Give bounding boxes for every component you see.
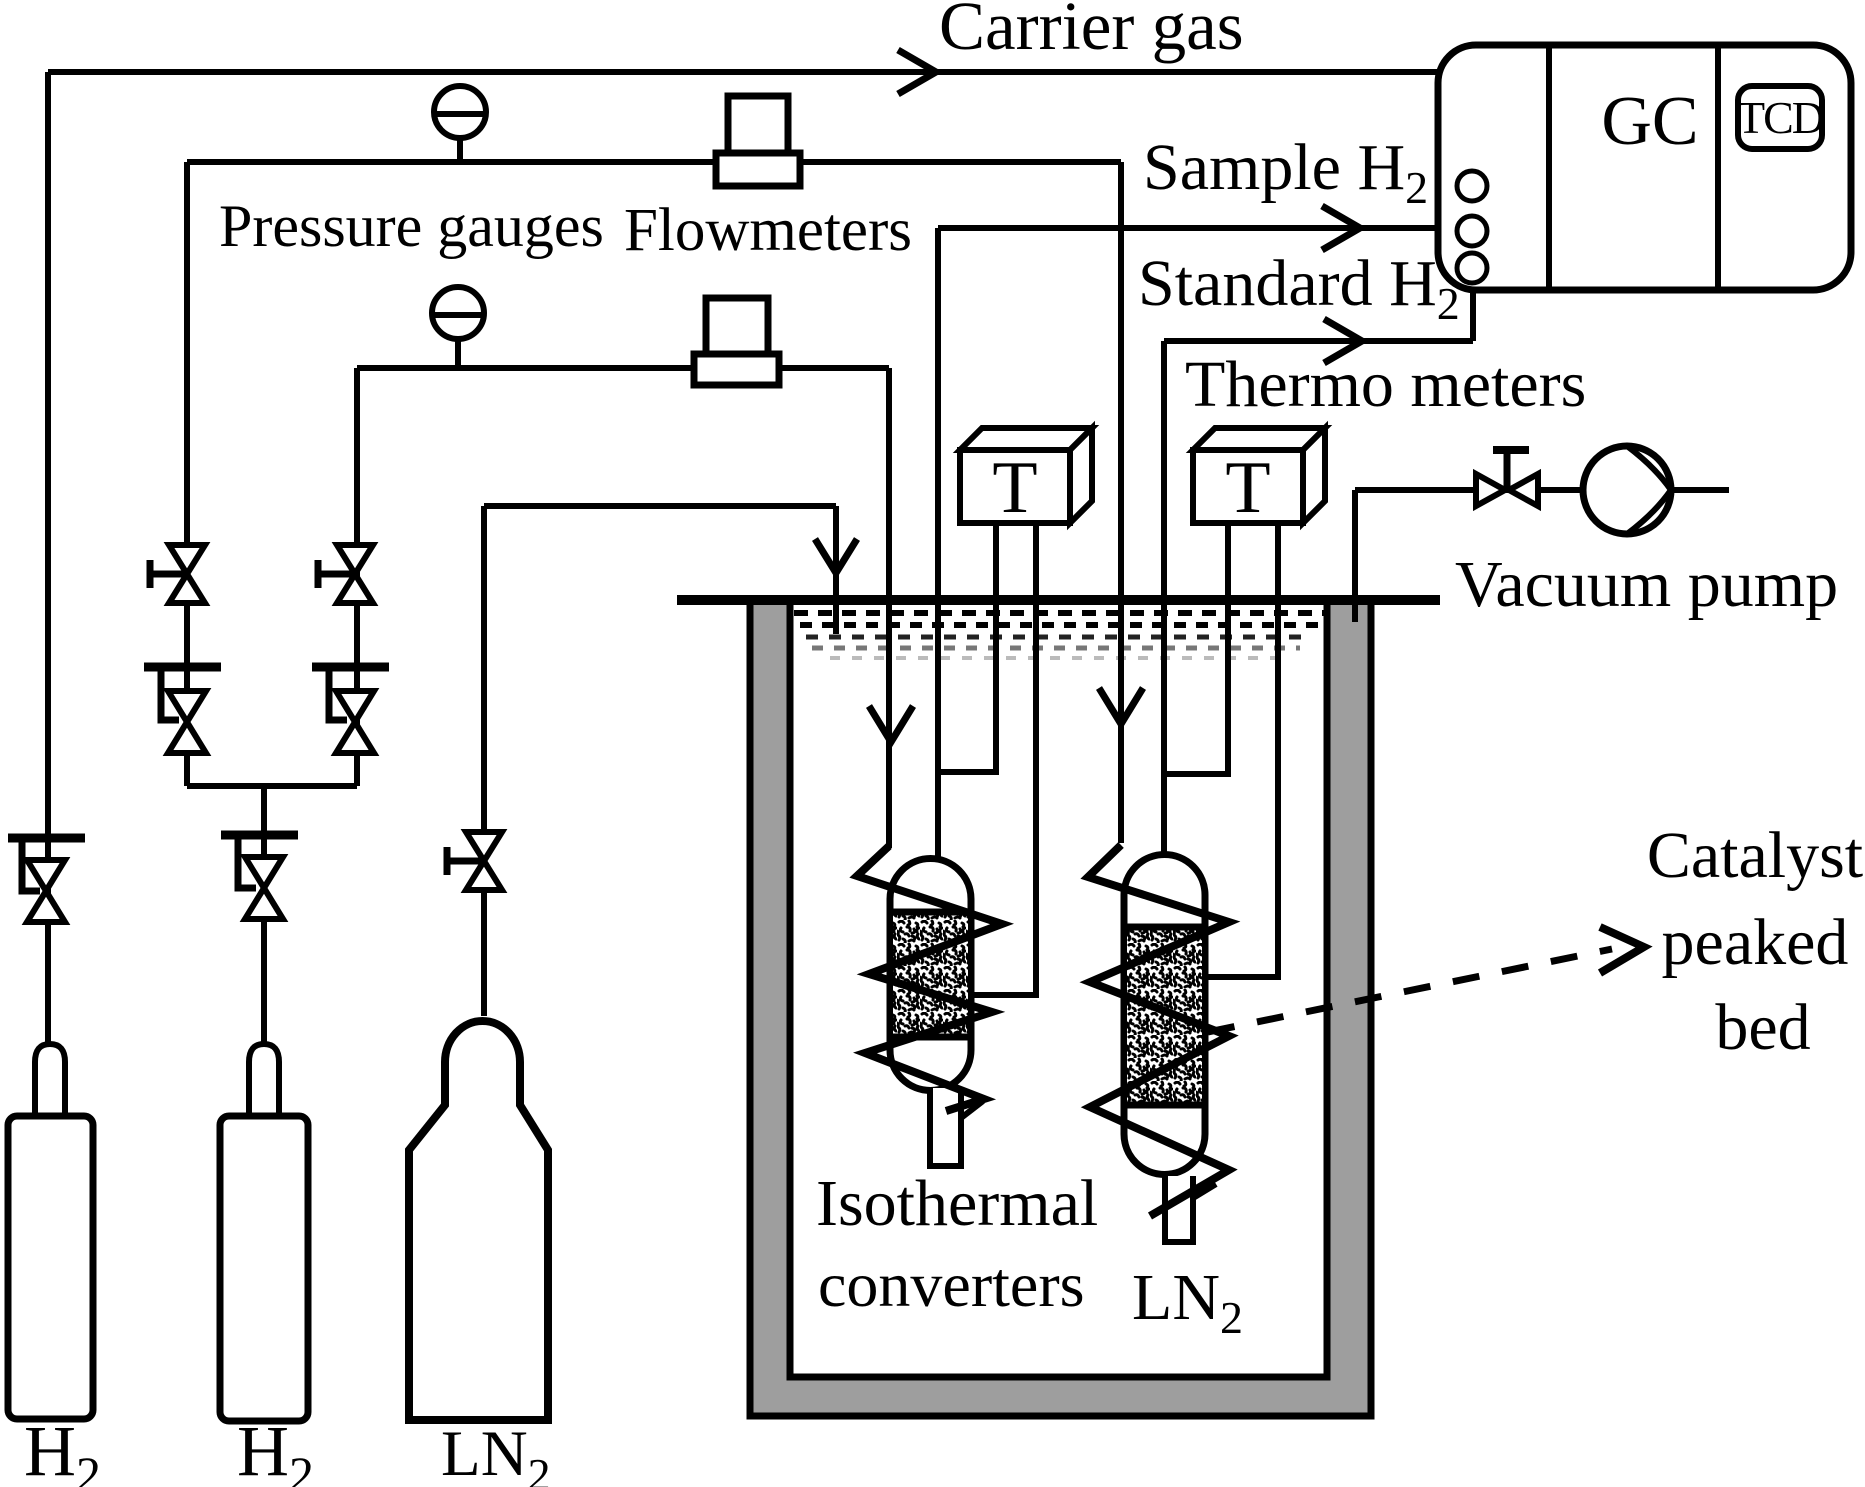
- svg-text:Vacuum pump: Vacuum pump: [1455, 548, 1838, 621]
- svg-text:bed: bed: [1715, 991, 1810, 1064]
- svg-text:Catalyst: Catalyst: [1647, 819, 1863, 892]
- svg-text:converters: converters: [818, 1249, 1085, 1320]
- svg-text:GC: GC: [1601, 83, 1698, 160]
- svg-text:Sample H2: Sample H2: [1143, 131, 1428, 213]
- svg-text:Thermo meters: Thermo meters: [1185, 348, 1586, 421]
- svg-text:Standard H2: Standard H2: [1138, 247, 1460, 329]
- svg-text:T: T: [1225, 447, 1270, 529]
- svg-text:T: T: [992, 447, 1037, 529]
- svg-text:Flowmeters: Flowmeters: [624, 197, 912, 264]
- svg-text:Pressure gauges: Pressure gauges: [219, 193, 604, 259]
- svg-text:Carrier gas: Carrier gas: [939, 0, 1244, 64]
- svg-text:Isothermal: Isothermal: [816, 1167, 1098, 1240]
- svg-text:TCD: TCD: [1737, 92, 1824, 143]
- svg-text:peaked: peaked: [1662, 906, 1849, 979]
